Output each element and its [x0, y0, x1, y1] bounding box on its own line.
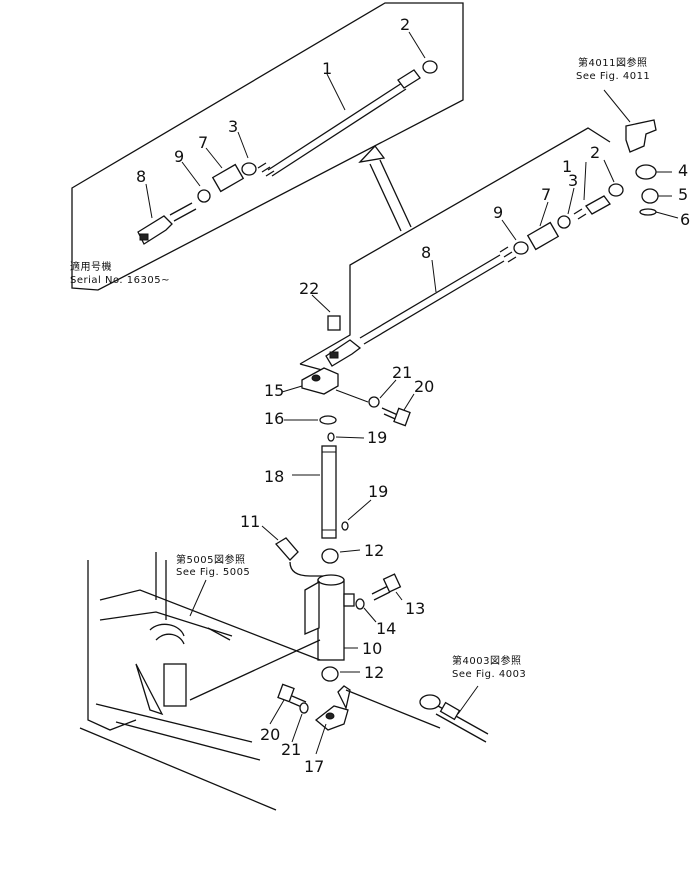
serial-variant-panel	[71, 2, 464, 291]
ref-4011-jp: 第4011図参照	[578, 56, 647, 69]
callout-19-upper: 19	[367, 428, 387, 447]
ref-4003-jp: 第4003図参照	[452, 654, 521, 667]
callout-21-upper: 21	[392, 363, 412, 382]
pin-6	[639, 208, 657, 216]
top-washer-9	[197, 189, 211, 203]
main-rod-8	[325, 246, 517, 367]
callout-22: 22	[299, 279, 319, 298]
callout-7-top: 7	[198, 133, 208, 152]
callout-3: 3	[568, 171, 578, 190]
bushing-12-lower	[321, 666, 339, 682]
callout-21-lower: 21	[281, 740, 301, 759]
callout-1: 1	[562, 157, 572, 176]
callout-19-lower: 19	[368, 482, 388, 501]
callout-12-upper: 12	[364, 541, 384, 560]
ball-joint-4	[635, 164, 657, 180]
ref-5005-jp: 第5005図参照	[176, 553, 245, 566]
frame-5005	[79, 552, 321, 811]
linkage-4003	[419, 685, 489, 743]
washer-9	[513, 241, 529, 255]
ref-4011-en: See Fig. 4011	[576, 71, 650, 82]
bushing-12-upper	[321, 548, 339, 564]
ref-4003-en: See Fig. 4003	[452, 669, 526, 680]
ref-5005-en: See Fig. 5005	[176, 567, 250, 578]
lower-lever-17	[314, 685, 441, 755]
callout-17: 17	[304, 757, 324, 776]
callout-12-lower: 12	[364, 663, 384, 682]
nut-5	[641, 188, 659, 204]
callout-16: 16	[264, 409, 284, 428]
callout-20-lower: 20	[260, 725, 280, 744]
pin-19-lower	[341, 521, 349, 531]
bracket-4011	[603, 89, 657, 153]
washer-14	[355, 598, 365, 610]
callout-5: 5	[678, 185, 688, 204]
callout-3-top: 3	[228, 117, 238, 136]
nut-3	[557, 215, 571, 229]
variant-arrow	[358, 144, 412, 232]
washer-21-upper	[368, 396, 380, 408]
callout-11: 11	[240, 512, 260, 531]
callout-4: 4	[678, 161, 688, 180]
callout-2: 2	[590, 143, 600, 162]
pin-19-upper	[327, 432, 335, 442]
sleeve-7	[526, 221, 560, 251]
callout-14: 14	[376, 619, 396, 638]
callout-9: 9	[493, 203, 503, 222]
top-clevis-8	[137, 202, 197, 245]
main-linkage-panel	[299, 127, 611, 365]
callout-15: 15	[264, 381, 284, 400]
washer-16	[319, 415, 337, 425]
nut-2	[608, 183, 624, 197]
bolt-22	[311, 294, 341, 331]
callout-8: 8	[421, 243, 431, 262]
top-sleeve-7	[211, 163, 245, 193]
callout-1-top: 1	[322, 59, 332, 78]
callout-2-top: 2	[400, 15, 410, 34]
bolt-13	[371, 573, 403, 601]
rod-end-1	[573, 195, 611, 220]
callout-8-top: 8	[136, 167, 146, 186]
washer-21-lower	[299, 702, 309, 714]
callout-13: 13	[405, 599, 425, 618]
callout-18: 18	[264, 467, 284, 486]
housing-10	[304, 574, 358, 661]
callout-6: 6	[680, 210, 690, 229]
top-nut-2	[422, 60, 438, 74]
callout-10: 10	[362, 639, 382, 658]
top-rod	[257, 69, 421, 177]
callout-7: 7	[541, 185, 551, 204]
bolt-20-upper	[381, 407, 411, 427]
top-nut-3	[241, 162, 257, 176]
lever-arm-15	[281, 367, 339, 395]
callout-9-top: 9	[174, 147, 184, 166]
serial-note-en: Serial No. 16305~	[70, 275, 170, 286]
grease-fitting-11	[261, 525, 330, 577]
shaft-18	[292, 445, 337, 539]
callout-20-upper: 20	[414, 377, 434, 396]
serial-note-jp: 適用号機	[70, 260, 112, 273]
